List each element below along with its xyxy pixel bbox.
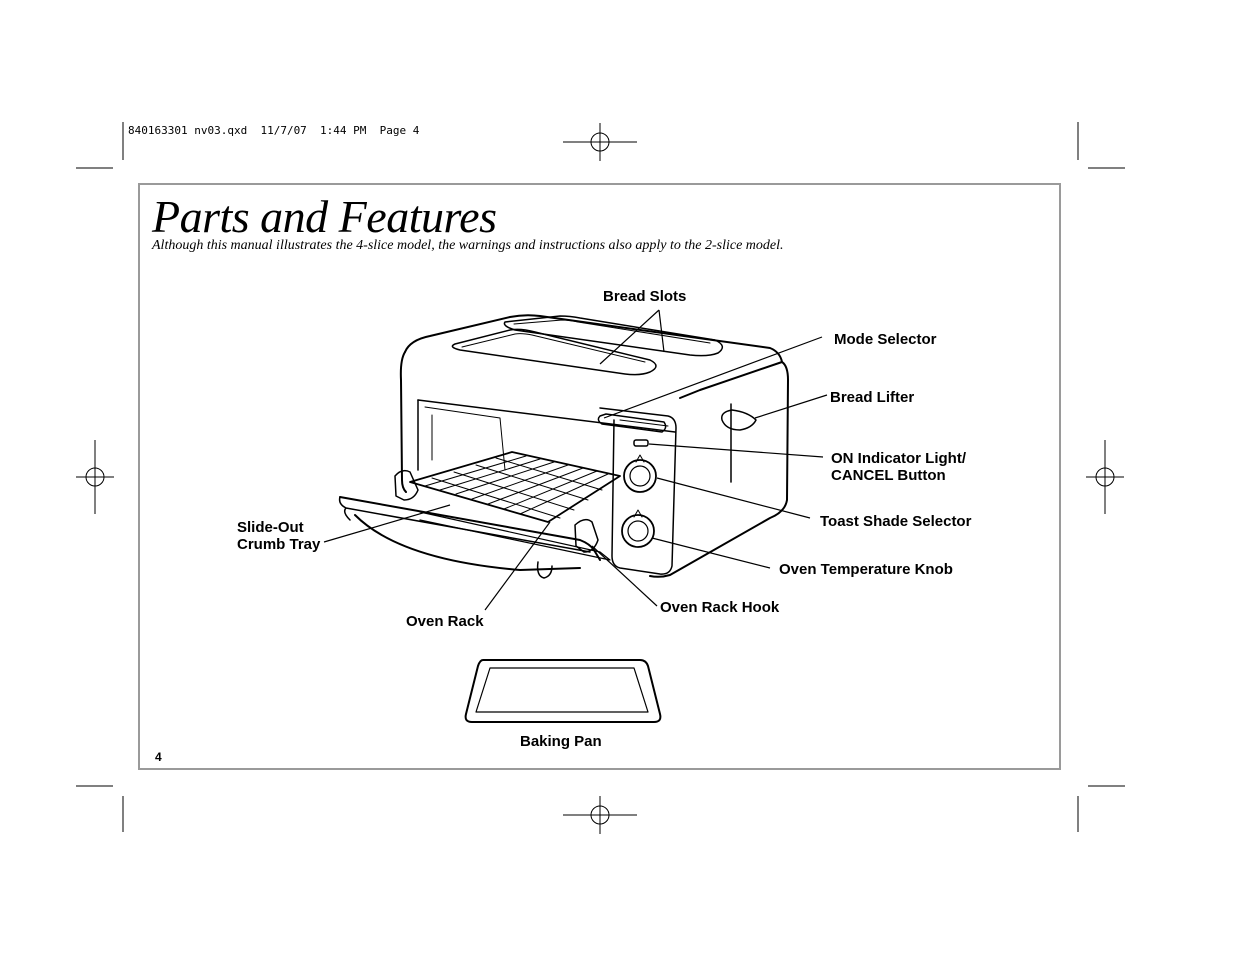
label-baking-pan: Baking Pan [520,733,602,750]
label-mode-selector: Mode Selector [834,331,937,348]
label-toast-shade-selector: Toast Shade Selector [820,513,972,530]
label-oven-rack: Oven Rack [406,613,484,630]
page-number: 4 [155,750,162,764]
label-oven-temperature-knob: Oven Temperature Knob [779,561,953,578]
label-bread-slots: Bread Slots [603,288,687,305]
page-title: Parts and Features [152,191,497,242]
label-oven-rack-hook: Oven Rack Hook [660,599,780,616]
page-frame [138,183,1061,770]
label-on-indicator-line1: ON Indicator Light/ [831,450,966,467]
label-on-indicator-light: ON Indicator Light/ CANCEL Button [831,450,966,484]
crop-marks [76,122,1125,832]
label-bread-lifter: Bread Lifter [830,389,915,406]
label-on-indicator-line2: CANCEL Button [831,467,946,484]
baking-pan-illustration [464,659,662,723]
registration-mark-top [563,123,637,161]
leader-lines [323,309,828,611]
label-slide-out-crumb-tray: Slide-Out Crumb Tray [237,519,320,553]
label-slide-out-line2: Crumb Tray [237,536,321,553]
toaster-oven-illustration [338,314,789,579]
print-slug-line: 840163301 nv03.qxd 11/7/07 1:44 PM Page … [128,124,420,137]
page-subtitle: Although this manual illustrates the 4-s… [152,238,784,253]
label-slide-out-line1: Slide-Out [237,519,304,536]
registration-mark-left [76,440,114,514]
registration-mark-right [1086,440,1124,514]
registration-mark-bottom [563,796,637,834]
